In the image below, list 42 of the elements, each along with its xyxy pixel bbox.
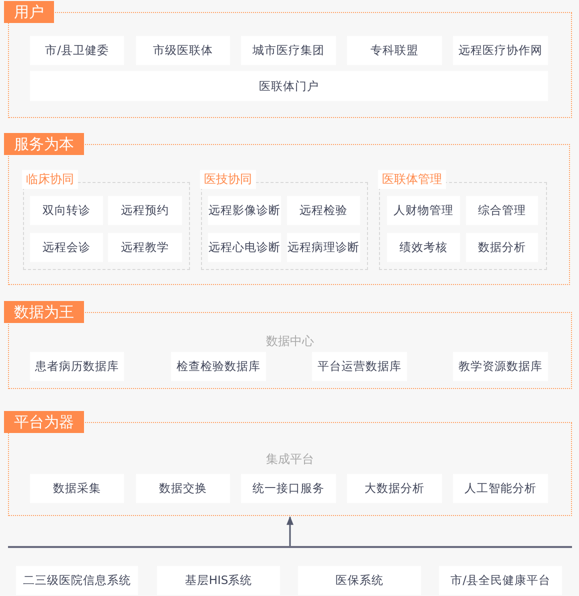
function-card: 数据交换 [136, 474, 230, 503]
function-card: 患者病历数据库 [30, 352, 124, 381]
group-title: 临床协同 [22, 170, 78, 189]
section-title: 数据为王 [4, 301, 84, 323]
section-title: 用户 [4, 1, 54, 23]
function-card: 检查检验数据库 [171, 352, 266, 381]
function-card: 绩效考核 [387, 233, 460, 262]
function-card: 综合管理 [466, 196, 538, 225]
function-card: 人财物管理 [387, 196, 460, 225]
function-card: 远程预约 [108, 196, 182, 225]
function-card: 远程教学 [108, 233, 182, 262]
function-card: 市/县全民健康平台 [439, 566, 562, 595]
bus-line [8, 546, 572, 548]
group-title: 医联体管理 [378, 170, 446, 189]
subtitle: 数据中心 [266, 333, 314, 349]
function-card: 教学资源数据库 [453, 352, 548, 381]
function-card: 医保系统 [298, 566, 421, 595]
function-card: 平台运营数据库 [312, 352, 407, 381]
function-card: 双向转诊 [30, 196, 103, 225]
function-card: 人工智能分析 [453, 474, 548, 503]
function-card: 专科联盟 [347, 36, 442, 65]
function-card: 数据采集 [30, 474, 124, 503]
function-card: 远程检验 [287, 196, 360, 225]
function-card: 市级医联体 [136, 36, 230, 65]
function-card: 数据分析 [466, 233, 538, 262]
subtitle: 集成平台 [266, 451, 314, 467]
section-title: 服务为本 [4, 133, 84, 155]
function-card: 统一接口服务 [241, 474, 336, 503]
function-card: 远程心电诊断 [208, 233, 281, 262]
group-title: 医技协同 [200, 170, 256, 189]
section-title: 平台为器 [4, 411, 84, 433]
function-card: 远程病理诊断 [287, 233, 360, 262]
function-card: 医联体门户 [30, 71, 548, 101]
function-card: 二三级医院信息系统 [16, 566, 138, 595]
function-card: 大数据分析 [347, 474, 442, 503]
function-card: 基层HIS系统 [157, 566, 280, 595]
function-card: 远程会诊 [30, 233, 103, 262]
function-card: 远程影像诊断 [208, 196, 281, 225]
function-card: 城市医疗集团 [241, 36, 336, 65]
function-card: 市/县卫健委 [30, 36, 124, 65]
arrow [286, 516, 294, 546]
function-card: 远程医疗协作网 [453, 36, 548, 65]
